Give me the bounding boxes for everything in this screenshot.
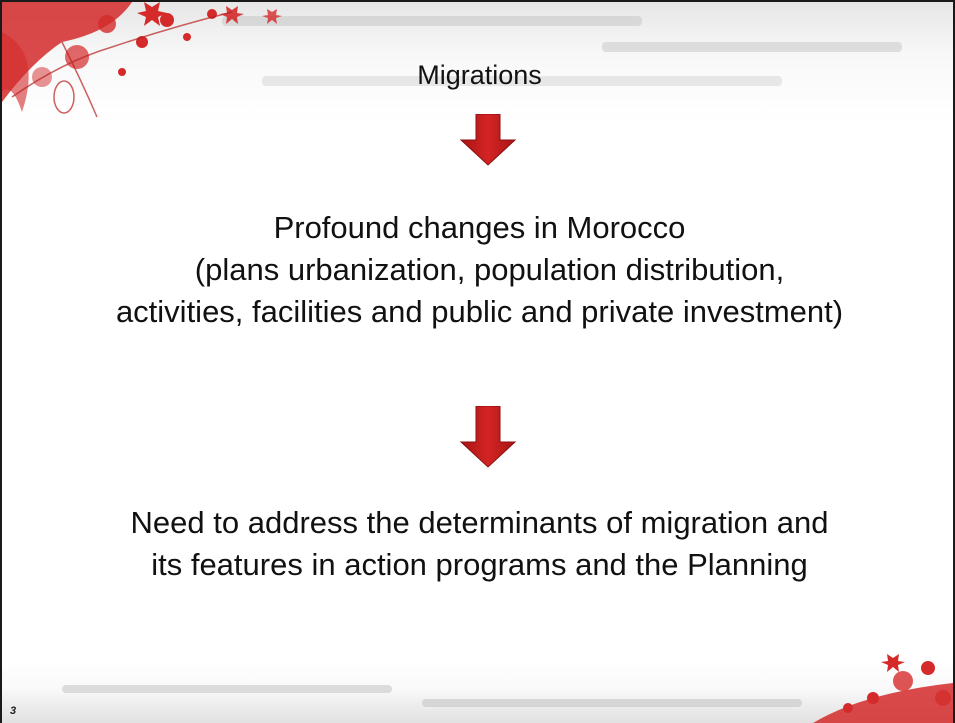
floral-decoration-bottom-right [813,654,953,723]
floral-decoration-top-left [2,2,282,118]
down-arrow-icon [459,114,517,166]
bottom-grunge-band [2,661,953,723]
statement-1-line-2: (plans urbanization, population distribu… [194,252,785,287]
slide-title: Migrations [417,60,542,90]
statement-profound-changes: Profound changes in Morocco (plans urban… [2,207,953,333]
statement-1-line-3: activities, facilities and public and pr… [115,294,844,329]
statement-need-to-address: Need to address the determinants of migr… [2,502,953,586]
statement-2-line-1: Need to address the determinants of migr… [130,505,829,540]
statement-1-line-1: Profound changes in Morocco [273,210,686,245]
down-arrow-icon [459,406,517,468]
statement-2-line-2: its features in action programs and the … [151,547,808,582]
page-number: 3 [10,705,17,717]
